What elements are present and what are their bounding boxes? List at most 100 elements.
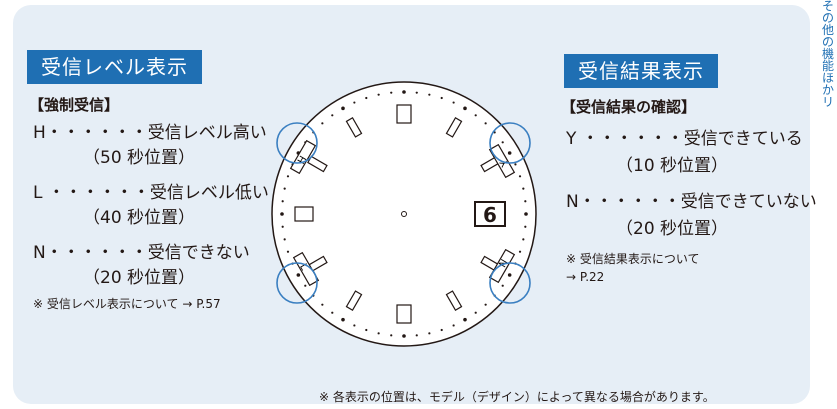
minute-dot (321, 122, 324, 125)
minute-dot (415, 91, 418, 94)
highlight-circle-n (489, 262, 531, 304)
hand-mark-h: H (289, 139, 317, 175)
side-char: の (821, 35, 834, 49)
minute-dot (514, 163, 517, 166)
minute-dot (463, 317, 467, 322)
minute-dot (377, 93, 380, 96)
reception-level-heading: 受信レベル表示 (27, 50, 202, 84)
minute-dot (286, 250, 290, 253)
watch-dial: 6 H Y N L (271, 81, 537, 347)
minute-dot (518, 250, 522, 253)
minute-dot (283, 187, 286, 190)
hour-marker (345, 290, 363, 311)
minute-dot (286, 175, 290, 178)
minute-dot (353, 101, 356, 104)
reception-result-heading: 受信結果表示 (564, 54, 718, 88)
svg-text:L: L (297, 262, 310, 273)
side-char: 機 (821, 47, 834, 61)
hour-marker (396, 304, 412, 324)
highlight-circle-l (276, 262, 318, 304)
minute-dot (474, 311, 477, 314)
minute-dot (474, 114, 477, 117)
minute-dot (283, 238, 286, 241)
side-char: ほ (821, 71, 834, 85)
minute-dot (524, 212, 528, 216)
minute-dot (341, 317, 345, 322)
minute-dot (522, 238, 525, 241)
minute-dot (296, 273, 301, 277)
minute-dot (507, 273, 512, 277)
minute-dot (524, 225, 527, 228)
highlight-circle-h (276, 122, 318, 164)
minute-dot (331, 311, 334, 314)
minute-dot (507, 151, 512, 155)
level-none-line: N・・・・・・受信できない (33, 243, 250, 263)
side-char: そ (821, 0, 834, 13)
minute-dot (353, 324, 356, 327)
result-reference-page: → P.22 (566, 270, 605, 284)
level-low-position: （40 秒位置） (83, 208, 196, 228)
minute-dot (365, 96, 368, 100)
level-reference-note: ※ 受信レベル表示について → P.57 (33, 297, 221, 311)
minute-dot (452, 324, 455, 327)
minute-dot (522, 187, 525, 190)
minute-dot (321, 303, 324, 306)
side-char: の (821, 11, 834, 25)
hour-marker (396, 104, 412, 124)
highlight-circle-y (489, 122, 531, 164)
center-pin (401, 211, 407, 217)
date-value: 6 (483, 203, 497, 227)
minute-dot (341, 106, 345, 111)
minute-dot (524, 200, 527, 203)
date-window (474, 201, 506, 227)
minute-dot (402, 334, 406, 338)
minute-dot (281, 200, 284, 203)
hand-mark-l: L (292, 251, 320, 287)
side-char: か (821, 83, 834, 97)
side-char: 能 (821, 59, 834, 73)
hand-mark-n: N (488, 248, 516, 284)
level-high-position: （50 秒位置） (83, 148, 196, 168)
minute-dot (501, 141, 504, 144)
hour-marker (345, 117, 363, 138)
result-no-position: （20 秒位置） (616, 219, 729, 239)
side-char: 他 (821, 23, 834, 37)
minute-dot (484, 122, 487, 125)
result-yes-position: （10 秒位置） (616, 156, 729, 176)
minute-dot (463, 106, 467, 111)
minute-dot (377, 332, 380, 335)
minute-dot (304, 284, 307, 287)
minute-dot (365, 328, 368, 332)
dial-outline (271, 81, 537, 347)
minute-dot (484, 303, 487, 306)
result-check-subheading: 【受信結果の確認】 (561, 98, 697, 116)
hour-marker (445, 290, 463, 311)
minute-dot (390, 334, 393, 337)
result-no-line: N・・・・・・受信できていない (566, 192, 817, 212)
side-char: リ (821, 95, 834, 109)
minute-dot (331, 114, 334, 117)
minute-dot (402, 90, 406, 94)
minute-dot (280, 212, 284, 216)
level-none-position: （20 秒位置） (83, 268, 196, 288)
minute-dot (428, 332, 431, 335)
minute-dot (281, 225, 284, 228)
forced-reception-subheading: 【強制受信】 (29, 96, 120, 114)
hour-marker (294, 206, 314, 222)
result-reference-note: ※ 受信結果表示について (566, 252, 700, 266)
minute-dot (440, 328, 443, 332)
svg-text:N: N (496, 257, 509, 269)
side-section-tab: そ の 他 の 機 能 ほ か リ (819, 0, 837, 409)
minute-dot (501, 284, 504, 287)
footer-note: ※ 各表示の位置は、モデル（デザイン）によって異なる場合があります。 (319, 390, 715, 404)
level-low-line: L ・・・・・・受信レベル低い (33, 183, 269, 203)
minute-dot (518, 175, 522, 178)
minute-dot (390, 91, 393, 94)
minute-dot (440, 96, 443, 100)
level-high-line: H・・・・・・受信レベル高い (33, 123, 267, 143)
minute-dot (428, 93, 431, 96)
minute-dot (415, 334, 418, 337)
hour-marker (445, 117, 463, 138)
minute-dot (452, 101, 455, 104)
result-yes-line: Y ・・・・・・受信できている (566, 129, 803, 149)
